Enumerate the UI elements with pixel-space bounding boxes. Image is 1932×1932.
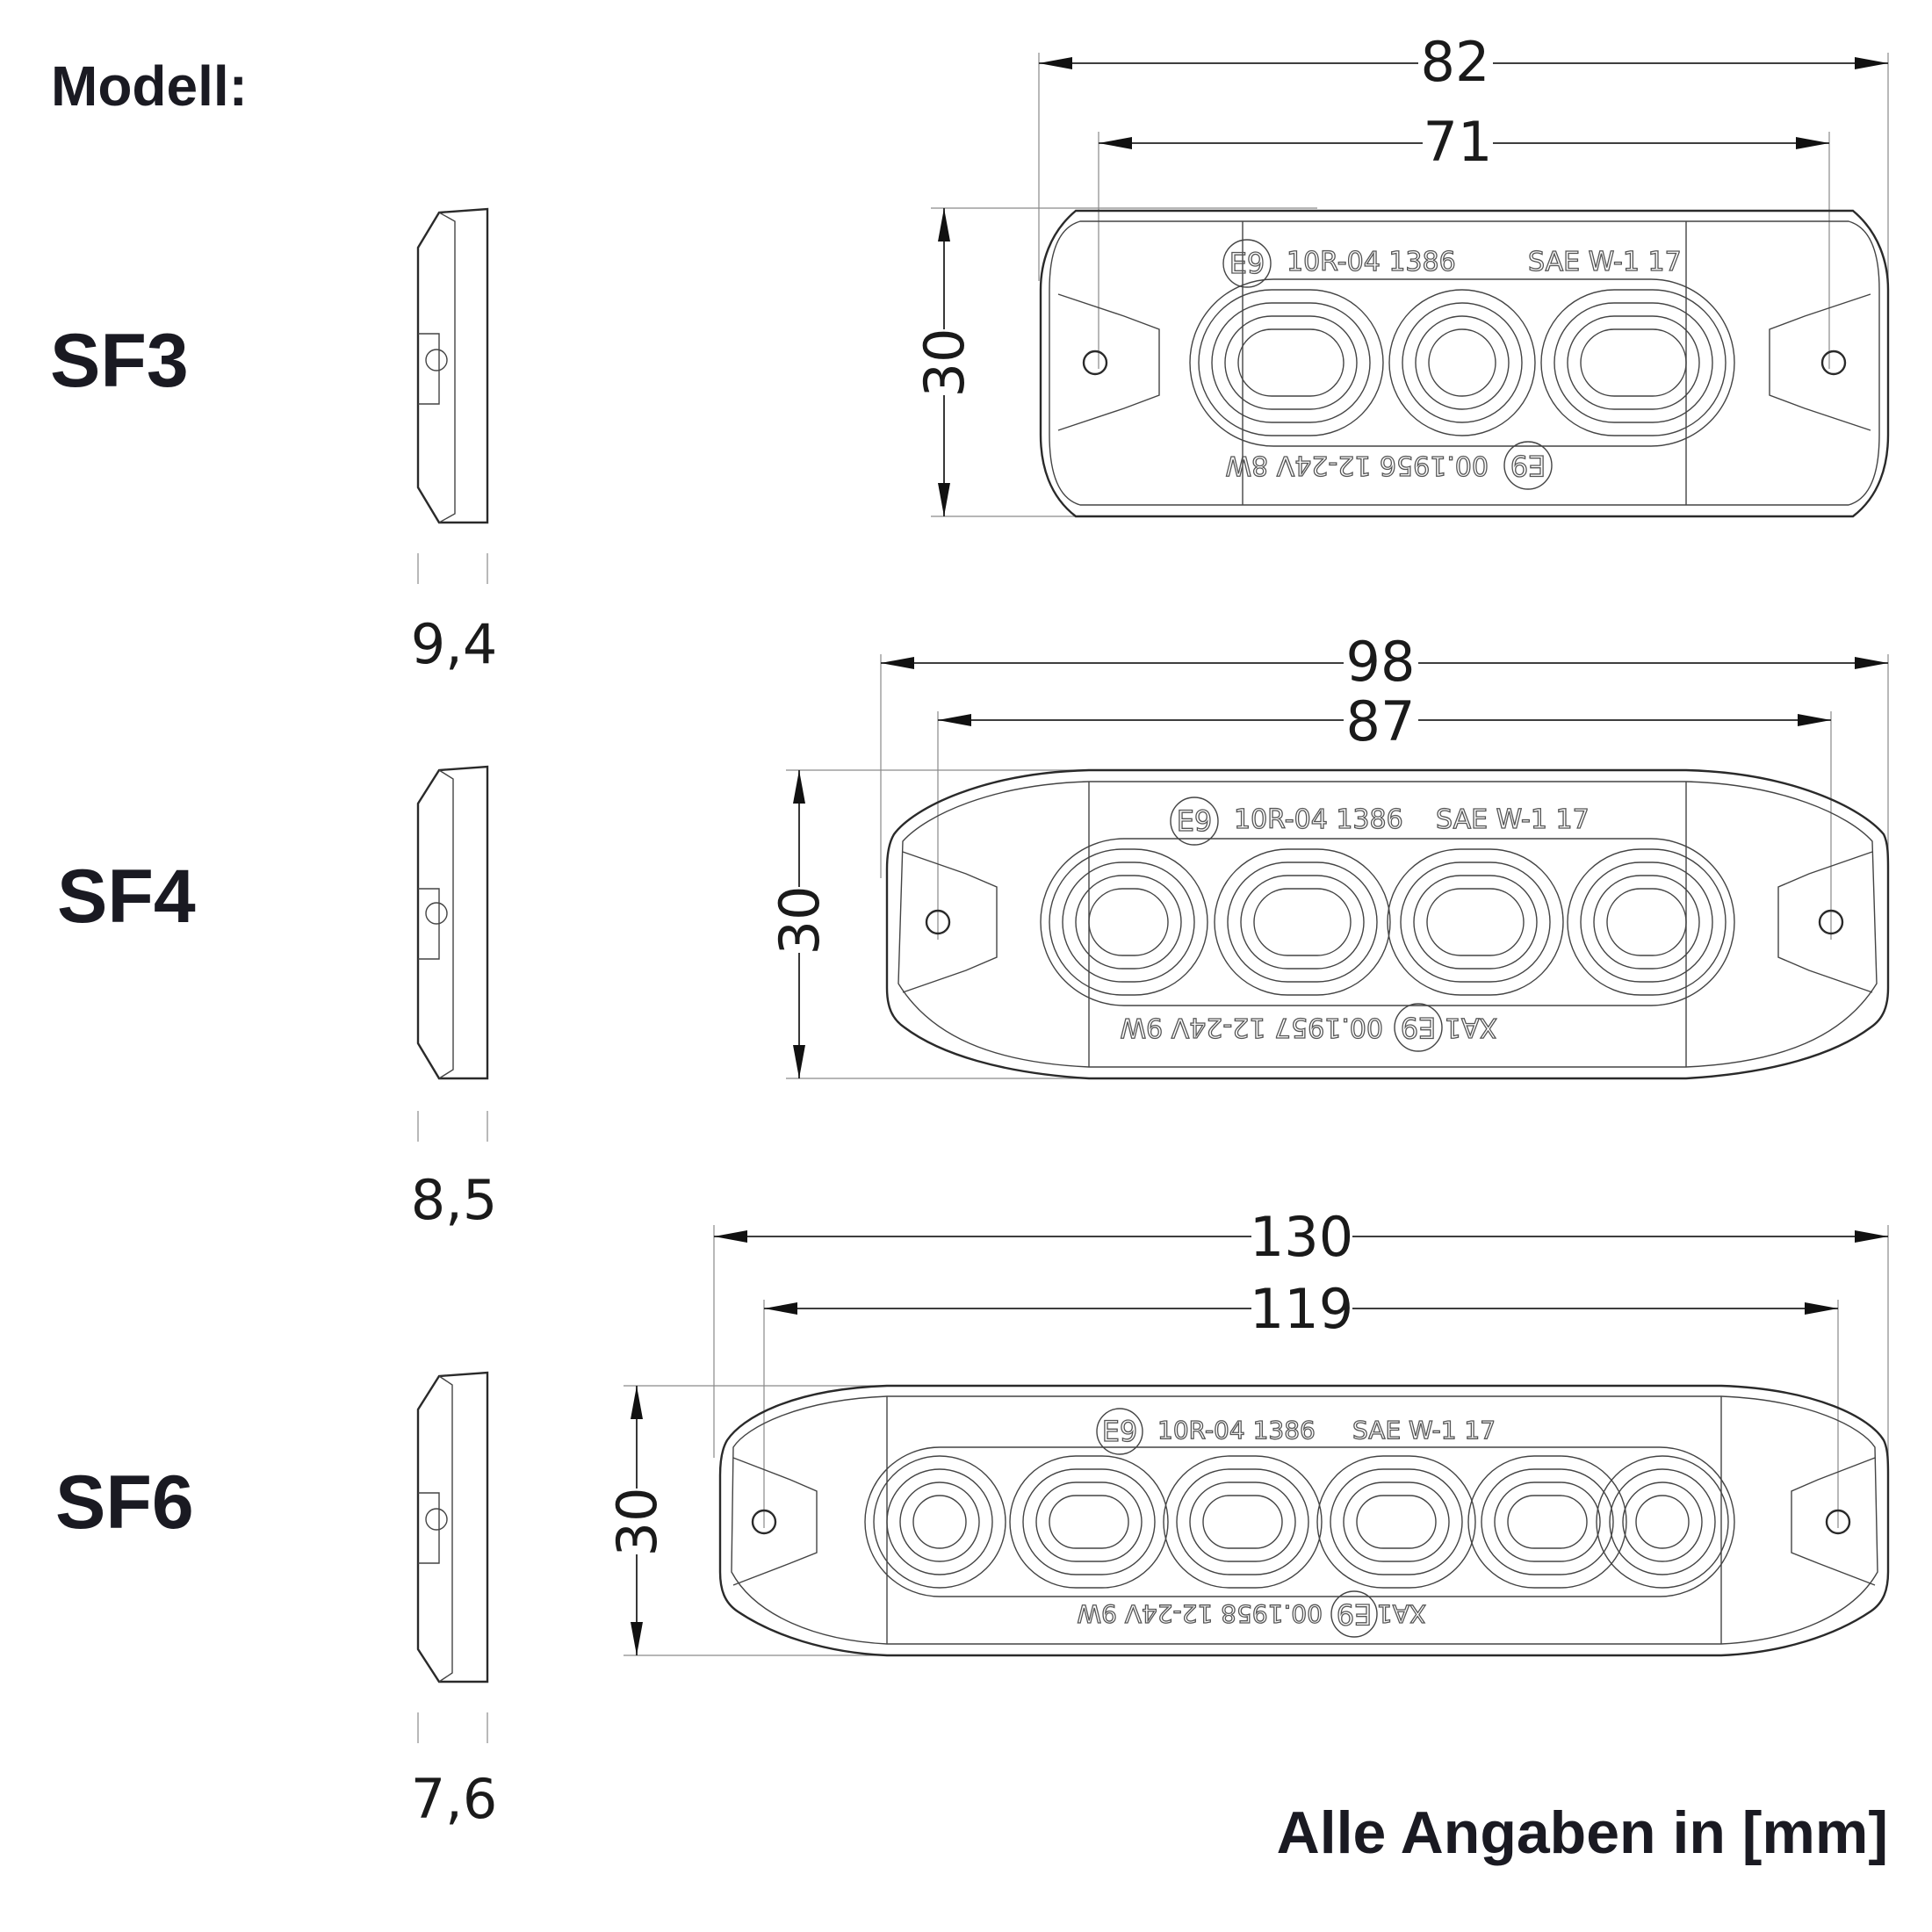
height-dimension: 30 <box>912 207 1317 517</box>
model-name: SF3 <box>50 319 189 403</box>
width-dimension-holes: 119 <box>763 1277 1839 1528</box>
led-lens <box>1567 848 1727 996</box>
led-lens <box>1388 289 1536 436</box>
led-lens <box>1316 1455 1476 1589</box>
model-sf6: SF6 7,6 130 119 <box>55 1205 1890 1831</box>
marking-bottom: XA1 E9 00.1957 12-24V 9W <box>1120 1003 1498 1052</box>
marking-top: E9 10R-04 1386 SAE W-1 17 <box>1222 239 1682 288</box>
width-dimension-outer: 82 <box>1038 30 1889 281</box>
model-sf4: SF4 8,5 98 87 <box>57 630 1890 1232</box>
side-profile: 8,5 <box>411 765 498 1232</box>
mounting-hole-left <box>751 1509 777 1535</box>
svg-text:XA1: XA1 <box>1445 1012 1497 1042</box>
svg-text:00.1957 12-24V 9W: 00.1957 12-24V 9W <box>1120 1012 1383 1042</box>
header-label: Modell: <box>51 54 248 118</box>
depth-dimension: 9,4 <box>411 612 498 676</box>
svg-text:10R-04 1386: 10R-04 1386 <box>1234 804 1403 835</box>
svg-text:82: 82 <box>1421 30 1490 94</box>
svg-text:00.1958 12-24V 9W: 00.1958 12-24V 9W <box>1077 1599 1323 1628</box>
side-profile: 7,6 <box>411 1371 498 1831</box>
side-profile: 9,4 <box>411 207 498 676</box>
svg-text:119: 119 <box>1250 1277 1353 1341</box>
led-lens <box>1596 1455 1729 1589</box>
mounting-hole-left <box>1082 350 1108 376</box>
marking-bottom: E9 00.1956 12-24V 8W <box>1225 441 1553 490</box>
led-lens <box>1049 848 1208 996</box>
height-dimension: 30 <box>605 1385 966 1656</box>
svg-text:87: 87 <box>1346 689 1416 753</box>
svg-text:SAE W-1 17: SAE W-1 17 <box>1528 247 1682 278</box>
mounting-hole-left <box>925 909 951 935</box>
marking-top: E9 10R-04 1386 SAE W-1 17 <box>1096 1408 1496 1455</box>
svg-text:30: 30 <box>605 1488 669 1557</box>
mounting-hole-right <box>1818 909 1844 935</box>
width-dimension-outer: 130 <box>713 1205 1889 1458</box>
model-name: SF4 <box>57 854 196 939</box>
svg-text:E9: E9 <box>1401 1011 1437 1044</box>
led-lens <box>873 1455 1006 1589</box>
mounting-hole-right <box>1825 1509 1851 1535</box>
model-sf3: SF3 9,4 82 71 <box>50 30 1890 676</box>
led-lens <box>1467 1455 1627 1589</box>
led-lens <box>1540 289 1727 436</box>
led-lens <box>1214 848 1391 996</box>
svg-text:00.1956 12-24V 8W: 00.1956 12-24V 8W <box>1225 450 1489 480</box>
mounting-hole-right <box>1820 350 1847 376</box>
svg-text:E9: E9 <box>1510 449 1546 482</box>
led-lens <box>1387 848 1564 996</box>
height-dimension: 30 <box>768 769 1142 1079</box>
front-view: E9 10R-04 1386 SAE W-1 17 XA1 E9 00.1957… <box>885 768 1890 1080</box>
svg-text:98: 98 <box>1346 630 1416 694</box>
front-view: E9 10R-04 1386 SAE W-1 17 E9 00.1956 12-… <box>1039 209 1890 518</box>
svg-text:10R-04 1386: 10R-04 1386 <box>1287 247 1456 278</box>
svg-text:XA1: XA1 <box>1377 1599 1426 1628</box>
svg-text:E9: E9 <box>1229 247 1265 280</box>
marking-bottom: XA1 E9 00.1958 12-24V 9W <box>1077 1590 1427 1638</box>
svg-text:30: 30 <box>912 328 977 398</box>
svg-text:130: 130 <box>1250 1205 1353 1269</box>
svg-text:30: 30 <box>768 886 832 955</box>
svg-text:E9: E9 <box>1337 1597 1373 1631</box>
width-dimension-holes: 87 <box>937 689 1832 940</box>
front-view: E9 10R-04 1386 SAE W-1 17 XA1 E9 00.1958… <box>718 1384 1890 1657</box>
svg-text:10R-04 1386: 10R-04 1386 <box>1157 1416 1316 1445</box>
svg-text:SAE W-1 17: SAE W-1 17 <box>1436 804 1590 835</box>
width-dimension-holes: 71 <box>1098 110 1830 369</box>
svg-text:E9: E9 <box>1102 1415 1138 1448</box>
svg-text:SAE W-1 17: SAE W-1 17 <box>1352 1416 1496 1445</box>
led-lens <box>1163 1455 1323 1589</box>
depth-dimension: 8,5 <box>411 1168 498 1232</box>
width-dimension-outer: 98 <box>880 630 1889 878</box>
led-lens <box>1009 1455 1169 1589</box>
svg-text:E9: E9 <box>1177 804 1213 838</box>
marking-top: E9 10R-04 1386 SAE W-1 17 <box>1170 797 1590 846</box>
depth-dimension: 7,6 <box>411 1767 498 1831</box>
footer-note: Alle Angaben in [mm] <box>1277 1799 1888 1866</box>
model-name: SF6 <box>55 1460 194 1545</box>
led-lens <box>1198 289 1384 436</box>
svg-text:71: 71 <box>1424 110 1493 174</box>
